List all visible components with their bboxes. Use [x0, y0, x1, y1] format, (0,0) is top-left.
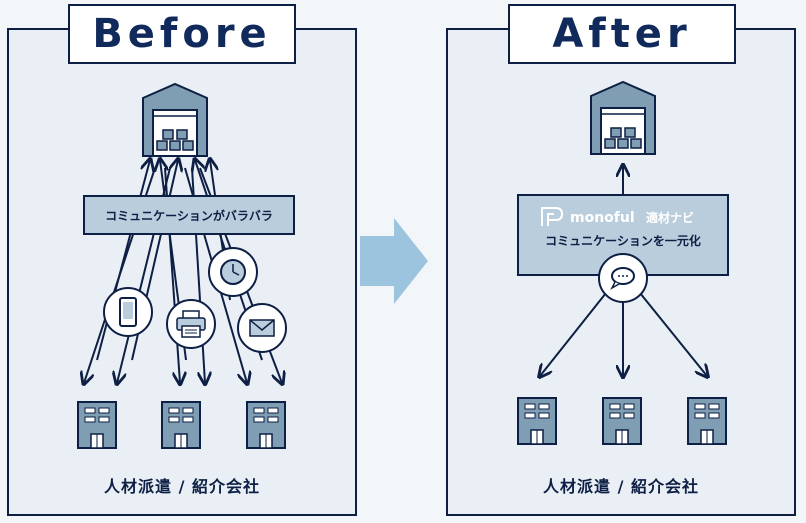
- phone-icon: [103, 287, 153, 337]
- after-caption: 人材派遣 / 紹介会社: [543, 477, 699, 496]
- office-building-icon: [77, 401, 117, 449]
- office-building-icon: [161, 401, 201, 449]
- before-caption: 人材派遣 / 紹介会社: [104, 477, 260, 496]
- chat-icon: [598, 253, 648, 303]
- brand-name: monoful: [570, 210, 635, 226]
- warehouse-icon: [142, 83, 208, 157]
- warehouse-icon: [590, 81, 656, 155]
- after-bar-label: コミュニケーションを一元化: [545, 233, 701, 248]
- office-building-icon: [687, 397, 727, 445]
- before-bar-label: コミュニケーションがバラバラ: [105, 208, 273, 223]
- after-title: After: [508, 4, 736, 64]
- mail-icon: [237, 303, 287, 353]
- before-title: Before: [68, 4, 296, 64]
- transition-arrow: [360, 218, 428, 304]
- monoful-logo-icon: [541, 207, 564, 226]
- brand-subtitle: 適材ナビ: [646, 210, 694, 225]
- clock-icon: [208, 247, 258, 297]
- office-building-icon: [602, 397, 642, 445]
- before-bar: [83, 195, 295, 235]
- printer-icon: [166, 299, 216, 349]
- office-building-icon: [246, 401, 286, 449]
- office-building-icon: [517, 397, 557, 445]
- distribution-arrows: [540, 292, 707, 376]
